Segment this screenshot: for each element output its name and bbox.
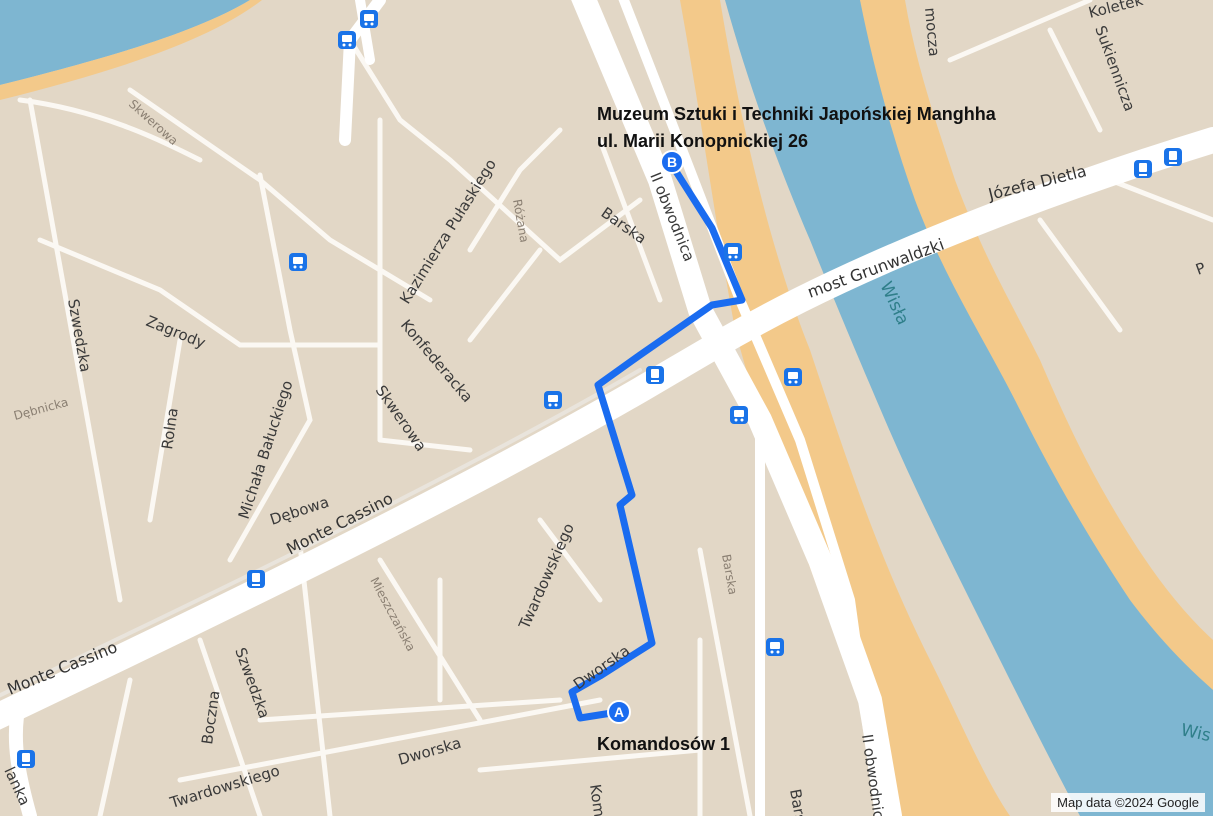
riverbank-west (680, 0, 1010, 816)
start-marker-letter: A (614, 704, 624, 720)
end-marker[interactable]: B Muzeum Sztuki i Techniki Japońskiej Ma… (597, 104, 997, 174)
tram-icon[interactable] (17, 750, 35, 768)
bus-icon[interactable] (360, 10, 378, 28)
street-label: Barska (719, 553, 740, 596)
bus-icon[interactable] (289, 253, 307, 271)
river-wisla (725, 0, 1213, 816)
tram-icon[interactable] (646, 366, 664, 384)
end-marker-letter: B (667, 154, 677, 170)
street-label: Kom (586, 783, 608, 816)
end-marker-address: ul. Marii Konopnickiej 26 (597, 131, 808, 151)
end-marker-name: Muzeum Sztuki i Techniki Japońskiej Mang… (597, 104, 997, 124)
map-attribution: Map data ©2024 Google (1051, 793, 1205, 812)
bus-icon[interactable] (724, 243, 742, 261)
riverbank-east (860, 0, 1213, 700)
riverbank-top-left (0, 0, 262, 100)
tram-icon[interactable] (1134, 160, 1152, 178)
start-marker-pin[interactable] (607, 700, 631, 724)
bus-icon[interactable] (544, 391, 562, 409)
tram-icon[interactable] (1164, 148, 1182, 166)
bus-icon[interactable] (766, 638, 784, 656)
tram-icon[interactable] (247, 570, 265, 588)
start-marker[interactable]: A Komandosów 1 (597, 700, 730, 754)
end-marker-pin[interactable] (660, 150, 684, 174)
bus-icon[interactable] (338, 31, 356, 49)
transit-icons (17, 10, 1182, 768)
street-label: Rolna (158, 407, 182, 451)
street-label: mocza (921, 7, 943, 57)
river-top-left (0, 0, 250, 85)
minor-streets (17, 0, 1213, 816)
start-marker-label: Komandosów 1 (597, 734, 730, 754)
bus-icon[interactable] (730, 406, 748, 424)
bus-icon[interactable] (784, 368, 802, 386)
route-line (568, 158, 746, 722)
